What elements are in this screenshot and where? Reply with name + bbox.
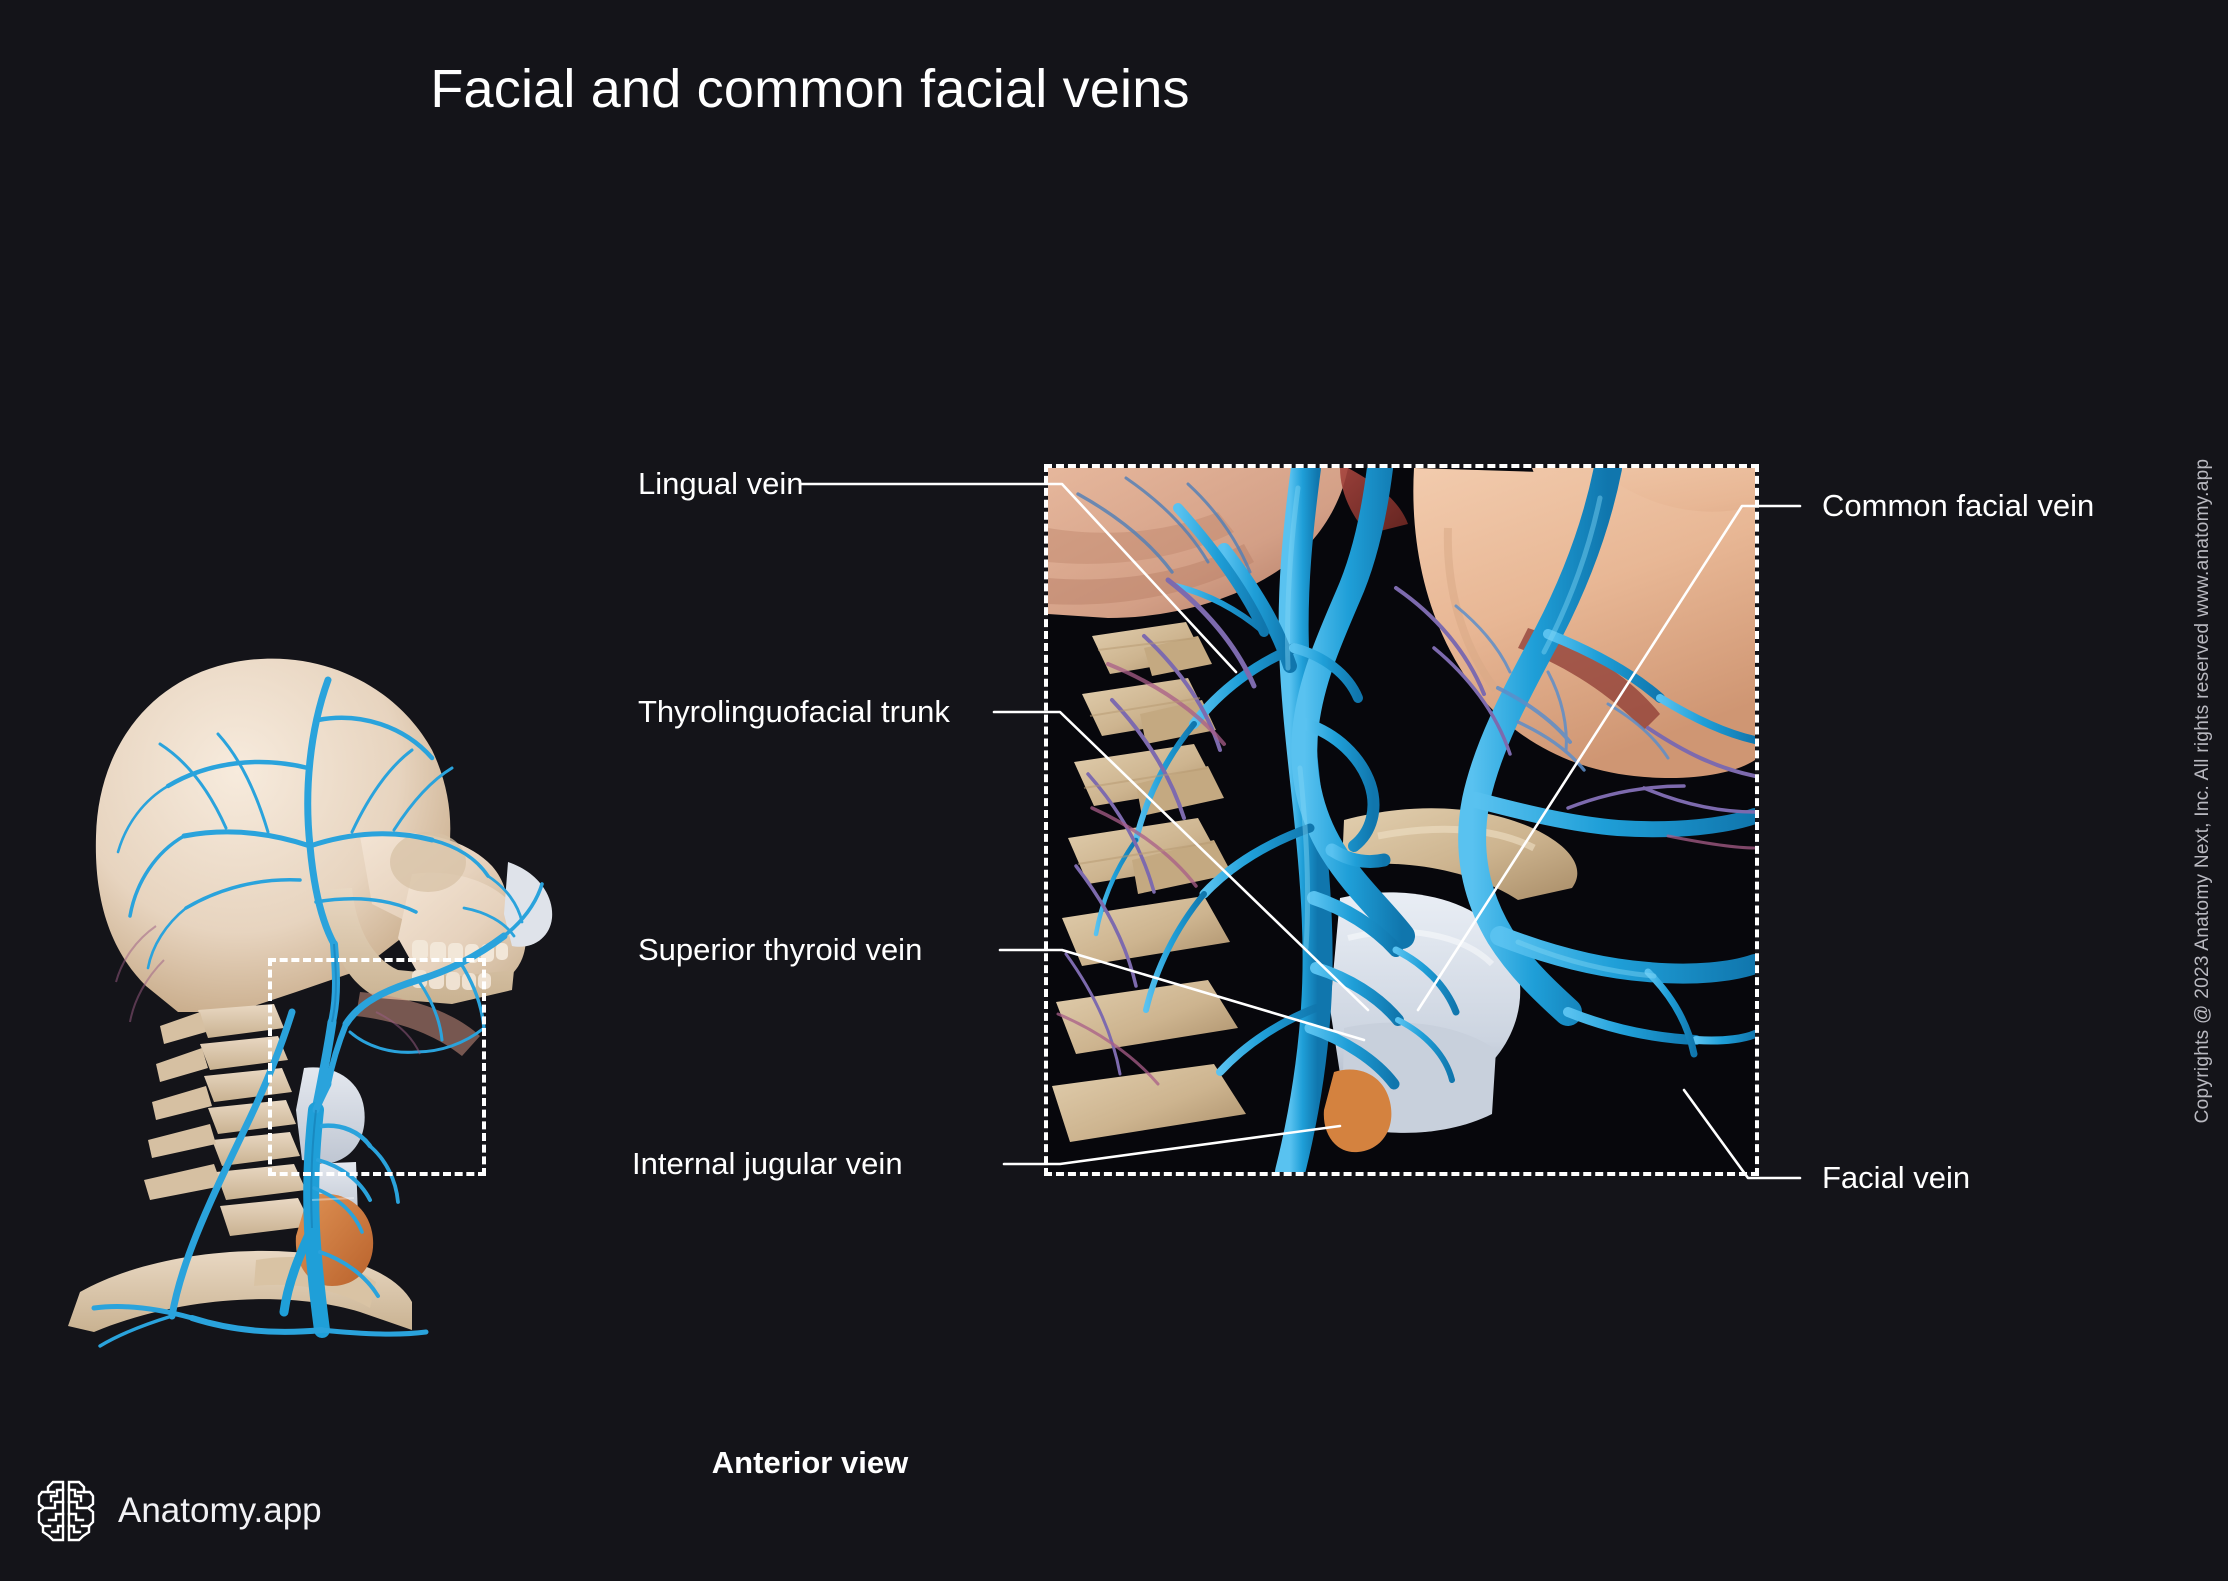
mandible [322, 888, 514, 1004]
copyright-notice: Copyrights @ 2023 Anatomy Next, Inc. All… [2192, 458, 2213, 1123]
brain-icon [37, 1480, 95, 1542]
view-caption: Anterior view [711, 1445, 909, 1480]
page-title: Facial and common facial veins [430, 59, 1190, 119]
lateral-skull-illustration [68, 658, 553, 1348]
orbit [390, 832, 466, 892]
neck-veins-closeup-illustration [1048, 468, 1755, 1172]
label-facial-vein: Facial vein [1822, 1160, 1971, 1195]
detail-zoom-panel [1044, 464, 1759, 1176]
brand-logo: Anatomy.app [36, 1478, 322, 1544]
capillaries [115, 925, 421, 1055]
soft-tissue [356, 992, 480, 1056]
label-superior-thyroid-vein: Superior thyroid vein [638, 932, 923, 967]
zoom-region-indicator [268, 958, 486, 1176]
label-lingual-vein: Lingual vein [638, 466, 804, 501]
label-thyrolinguofacial-trunk: Thyrolinguofacial trunk [638, 694, 950, 729]
spinous-processes [144, 1012, 222, 1200]
logo-text: Anatomy.app [118, 1491, 322, 1530]
overview-figure [60, 640, 580, 1360]
trachea-highlight [311, 1197, 355, 1201]
label-internal-jugular-vein: Internal jugular vein [632, 1146, 903, 1181]
label-common-facial-vein: Common facial vein [1822, 488, 2095, 523]
lower-teeth [412, 970, 491, 990]
vein-shading [310, 943, 337, 1229]
